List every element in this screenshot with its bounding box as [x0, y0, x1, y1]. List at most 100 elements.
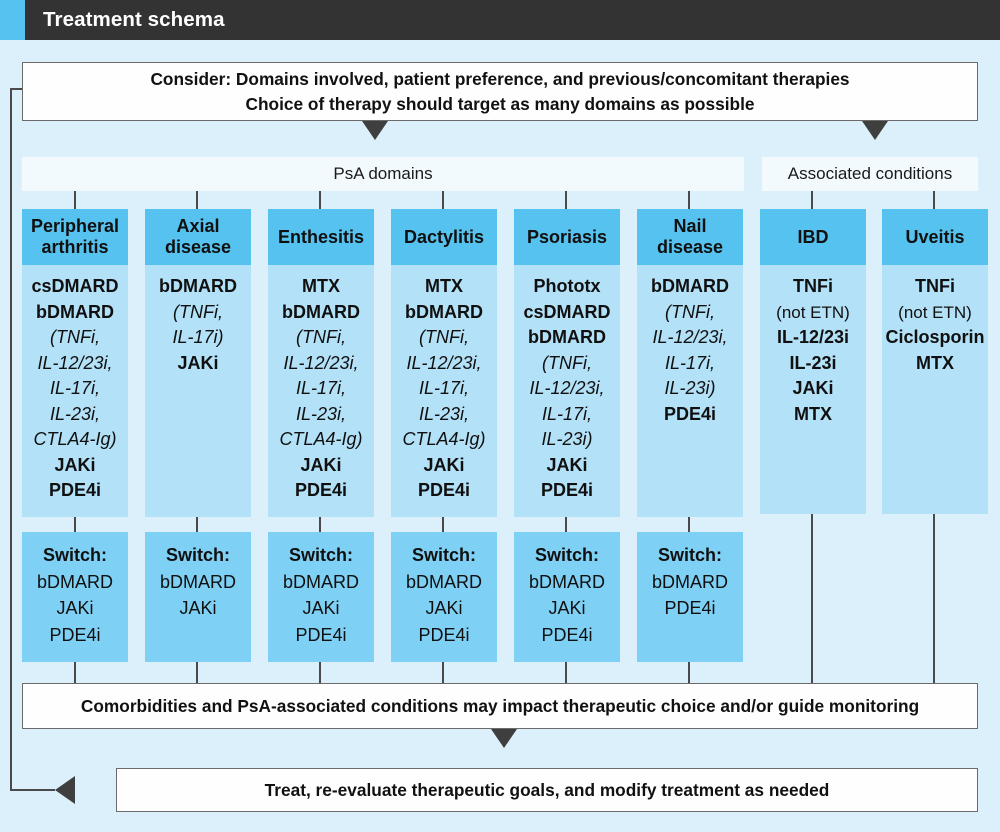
- switch-box-dactylitis[interactable]: Switch: bDMARD JAKi PDE4i: [391, 532, 497, 662]
- therapy-item: IL-23i,: [295, 403, 347, 424]
- switch-box-nail-disease[interactable]: Switch: bDMARD PDE4i: [637, 532, 743, 662]
- therapy-item: IL-17i): [172, 327, 224, 347]
- switch-label: Switch:: [288, 545, 353, 565]
- therapy-item: bDMARD: [36, 301, 114, 322]
- connector-uveitis-to-comorbidities: [933, 514, 936, 683]
- therapy-item: JAKi: [546, 454, 588, 475]
- therapy-item: JAKi: [300, 454, 342, 475]
- feedback-loop-left-segment: [10, 88, 13, 791]
- connector-enthesitis-to-switch: [319, 517, 322, 532]
- therapy-item: (TNFi,: [296, 327, 346, 347]
- column-peripheral-arthritis[interactable]: Peripheral arthritis csDMARD bDMARD (TNF…: [22, 209, 128, 517]
- switch-item: bDMARD: [405, 571, 482, 592]
- connector-strip-to-psoriasis: [565, 191, 568, 209]
- titlebar: Treatment schema: [0, 0, 1000, 40]
- switch-item: JAKi: [56, 598, 94, 618]
- therapy-item: IL-12/23i,: [37, 352, 113, 373]
- therapy-item: MTX: [302, 276, 340, 296]
- column-psoriasis[interactable]: Psoriasis Phototx csDMARD bDMARD (TNFi, …: [514, 209, 620, 517]
- switch-item: JAKi: [548, 598, 586, 618]
- switch-label: Switch:: [42, 545, 107, 565]
- therapy-item: IL-17i,: [541, 403, 593, 424]
- therapy-item: IL-12/23i,: [406, 352, 482, 373]
- connector-ibd-to-comorbidities: [811, 514, 814, 683]
- switch-label: Switch:: [411, 545, 476, 565]
- consider-line-2: Choice of therapy should target as many …: [245, 93, 755, 114]
- switch-item: bDMARD: [282, 571, 359, 592]
- switch-box-enthesitis[interactable]: Switch: bDMARD JAKi PDE4i: [268, 532, 374, 662]
- column-nail-disease[interactable]: Nail disease bDMARD (TNFi, IL-12/23i, IL…: [637, 209, 743, 517]
- feedback-loop-arrowhead: [55, 776, 75, 804]
- therapy-item: MTX: [425, 276, 463, 296]
- switch-item: JAKi: [302, 598, 340, 618]
- therapy-item: IL-23i: [789, 352, 837, 373]
- column-uveitis[interactable]: Uveitis TNFi (not ETN) Ciclosporin MTX: [882, 209, 988, 514]
- column-header-enthesitis: Enthesitis: [268, 209, 374, 265]
- column-ibd[interactable]: IBD TNFi (not ETN) IL-12/23i IL-23i JAKi…: [760, 209, 866, 514]
- switch-item: bDMARD: [159, 571, 236, 592]
- column-header-peripheral-arthritis: Peripheral arthritis: [22, 209, 128, 265]
- page-title: Treatment schema: [43, 8, 225, 31]
- therapy-item: (not ETN): [776, 302, 850, 322]
- column-header-dactylitis: Dactylitis: [391, 209, 497, 265]
- therapy-item: TNFi: [915, 276, 955, 296]
- switch-item: PDE4i: [295, 624, 347, 645]
- connector-switch-dactylitis-to-comorbidities: [442, 662, 445, 683]
- connector-switch-nail-disease-to-comorbidities: [688, 662, 691, 683]
- connector-strip-to-nail-disease: [688, 191, 691, 209]
- switch-item: PDE4i: [664, 598, 716, 618]
- psa-domains-header: PsA domains: [22, 157, 744, 191]
- therapy-item: JAKi: [54, 454, 96, 475]
- column-dactylitis[interactable]: Dactylitis MTX bDMARD (TNFi, IL-12/23i, …: [391, 209, 497, 517]
- therapy-item: IL-23i,: [418, 403, 470, 424]
- switch-box-psoriasis[interactable]: Switch: bDMARD JAKi PDE4i: [514, 532, 620, 662]
- column-body-nail-disease: bDMARD (TNFi, IL-12/23i, IL-17i, IL-23i)…: [637, 265, 743, 517]
- therapy-item: PDE4i: [417, 480, 471, 500]
- therapy-item: PDE4i: [48, 480, 102, 500]
- column-enthesitis[interactable]: Enthesitis MTX bDMARD (TNFi, IL-12/23i, …: [268, 209, 374, 517]
- therapy-item: Ciclosporin: [885, 327, 985, 347]
- therapy-item: bDMARD: [651, 276, 729, 296]
- switch-box-axial-disease[interactable]: Switch: bDMARD JAKi: [145, 532, 251, 662]
- therapy-item: IL-12/23i,: [529, 378, 605, 398]
- arrow-to-associated-conditions: [862, 121, 888, 140]
- therapy-item: PDE4i: [294, 480, 348, 500]
- connector-peripheral-arthritis-to-switch: [74, 517, 77, 532]
- connector-axial-disease-to-switch: [196, 517, 199, 532]
- connector-switch-enthesitis-to-comorbidities: [319, 662, 322, 683]
- therapy-item: IL-23i): [541, 429, 593, 449]
- switch-item: PDE4i: [541, 624, 593, 645]
- feedback-loop-bottom-segment: [10, 789, 55, 792]
- arrow-to-psa-domains: [362, 121, 388, 140]
- therapy-item: IL-23i,: [49, 403, 101, 424]
- switch-item: bDMARD: [651, 571, 728, 592]
- consider-box: Consider: Domains involved, patient pref…: [22, 62, 978, 121]
- connector-switch-axial-disease-to-comorbidities: [196, 662, 199, 683]
- therapy-item: JAKi: [177, 352, 219, 373]
- therapy-item: bDMARD: [528, 327, 606, 347]
- switch-label: Switch:: [657, 545, 722, 565]
- switch-box-peripheral-arthritis[interactable]: Switch: bDMARD JAKi PDE4i: [22, 532, 128, 662]
- therapy-item: IL-23i): [664, 378, 716, 398]
- column-body-enthesitis: MTX bDMARD (TNFi, IL-12/23i, IL-17i, IL-…: [268, 265, 374, 517]
- column-header-psoriasis: Psoriasis: [514, 209, 620, 265]
- connector-switch-peripheral-arthritis-to-comorbidities: [74, 662, 77, 683]
- column-body-psoriasis: Phototx csDMARD bDMARD (TNFi, IL-12/23i,…: [514, 265, 620, 517]
- therapy-item: (TNFi,: [542, 352, 592, 373]
- switch-item: PDE4i: [418, 624, 470, 645]
- column-header-axial-disease: Axial disease: [145, 209, 251, 265]
- column-axial-disease[interactable]: Axial disease bDMARD (TNFi, IL-17i) JAKi: [145, 209, 251, 517]
- therapy-item: CTLA4-Ig): [279, 429, 363, 449]
- therapy-item: IL-12/23i: [776, 327, 850, 347]
- therapy-item: IL-17i,: [664, 352, 716, 373]
- therapy-item: (TNFi,: [665, 301, 715, 322]
- therapy-item: IL-17i,: [418, 378, 470, 398]
- connector-dactylitis-to-switch: [442, 517, 445, 532]
- therapy-item: IL-17i,: [295, 378, 347, 398]
- treat-text: Treat, re-evaluate therapeutic goals, an…: [264, 779, 830, 800]
- column-body-uveitis: TNFi (not ETN) Ciclosporin MTX: [882, 265, 988, 514]
- therapy-item: MTX: [916, 352, 954, 373]
- therapy-item: MTX: [794, 403, 832, 424]
- connector-switch-psoriasis-to-comorbidities: [565, 662, 568, 683]
